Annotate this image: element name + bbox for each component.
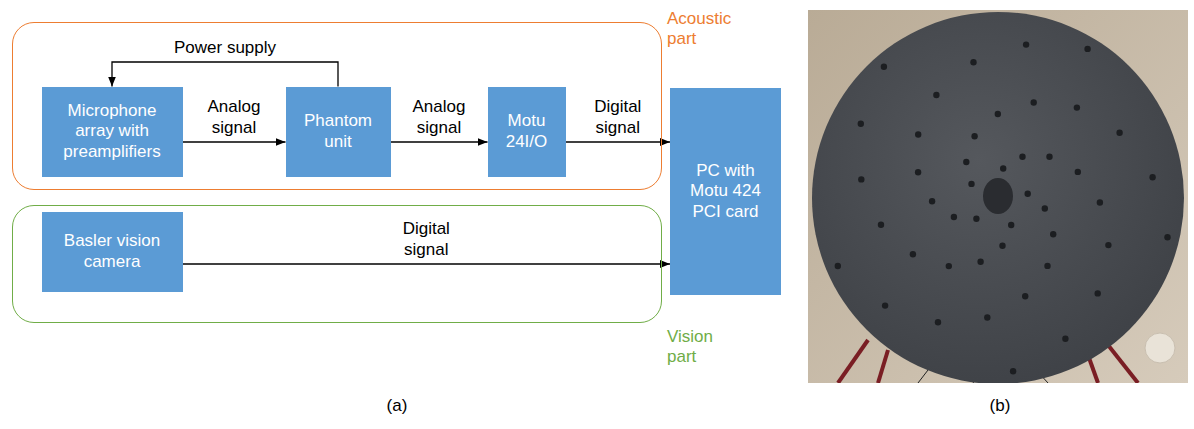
wall-background <box>808 10 1188 383</box>
microphone-hole <box>858 121 864 127</box>
microphone-hole <box>910 251 916 257</box>
microphone-hole <box>1084 46 1090 52</box>
signal-arrow <box>183 263 671 264</box>
microphone-hole <box>1149 174 1155 180</box>
microphone-hole <box>977 259 983 265</box>
microphone-hole <box>1042 205 1048 211</box>
microphone-hole <box>1000 165 1006 171</box>
microphone-hole <box>1019 154 1025 160</box>
edge-label: Power supply <box>160 38 290 58</box>
microphone-hole <box>1062 336 1068 342</box>
microphone-hole <box>971 133 977 139</box>
wall-socket <box>1145 333 1175 363</box>
microphone-hole <box>1097 199 1103 205</box>
microphone-hole <box>995 111 1001 117</box>
microphone-hole <box>1164 234 1170 240</box>
microphone-hole <box>1023 41 1029 47</box>
microphone-hole <box>973 216 979 222</box>
center-hub <box>983 178 1013 214</box>
box-label: Basler vision camera <box>48 231 177 272</box>
microphone-hole <box>951 214 957 220</box>
microphone-hole <box>915 131 921 137</box>
microphone-hole <box>1022 293 1028 299</box>
signal-arrow <box>112 62 338 87</box>
microphone-hole <box>878 222 884 228</box>
signal-arrow <box>183 141 286 142</box>
microphone-hole <box>881 64 887 70</box>
box-label: Motu 24I/O <box>494 111 560 152</box>
edge-label: Digital signal <box>381 219 471 260</box>
array-disk <box>812 12 1184 383</box>
microphone-hole <box>963 159 969 165</box>
process-box: Microphone array with preamplifiers <box>42 87 183 177</box>
microphone-hole <box>882 302 888 308</box>
group-label: Acoustic part <box>667 9 745 50</box>
group-outline: Acoustic partMicrophone array with pream… <box>12 22 662 190</box>
box-label: Phantom unit <box>292 111 385 152</box>
process-box: Phantom unit <box>286 87 391 177</box>
microphone-hole <box>1031 99 1037 105</box>
microphone-hole <box>1116 130 1122 136</box>
microphone-holes <box>835 41 1171 374</box>
panel-caption: (a) <box>377 396 417 416</box>
box-label: Microphone array with preamplifiers <box>48 101 177 162</box>
microphone-hole <box>1008 222 1014 228</box>
microphone-hole <box>970 59 976 65</box>
group-label: Vision part <box>667 327 727 368</box>
process-box: Basler vision camera <box>42 212 183 292</box>
signal-arrow <box>391 141 488 142</box>
edge-label: Analog signal <box>189 97 279 138</box>
microphone-hole <box>999 243 1005 249</box>
microphone-hole <box>1044 263 1050 269</box>
microphone-hole <box>1105 242 1111 248</box>
process-box: Motu 24I/O <box>488 87 566 177</box>
microphone-hole <box>835 263 841 269</box>
microphone-hole <box>1010 368 1016 374</box>
box-label: PC with Motu 424 PCI card <box>676 161 775 222</box>
group-outline: Vision partBasler vision camera <box>12 205 662 323</box>
microphone-hole <box>984 314 990 320</box>
microphone-hole <box>935 319 941 325</box>
edge-label: Analog signal <box>394 97 484 138</box>
microphone-hole <box>1075 169 1081 175</box>
microphone-hole <box>1025 191 1031 197</box>
microphone-hole <box>1046 154 1052 160</box>
microphone-hole <box>968 181 974 187</box>
signal-arrow <box>566 141 671 142</box>
microphone-hole <box>1050 231 1056 237</box>
microphone-hole <box>858 176 864 182</box>
process-box: PC with Motu 424 PCI card <box>670 88 781 295</box>
microphone-hole <box>929 198 935 204</box>
microphone-hole <box>1074 104 1080 110</box>
panel-caption: (b) <box>980 396 1020 416</box>
microphone-hole <box>915 169 921 175</box>
microphone-hole <box>1095 290 1101 296</box>
microphone-hole <box>946 263 952 269</box>
microphone-hole <box>933 92 939 98</box>
edge-label: Digital signal <box>573 97 663 138</box>
microphone-array-photo <box>808 10 1188 383</box>
